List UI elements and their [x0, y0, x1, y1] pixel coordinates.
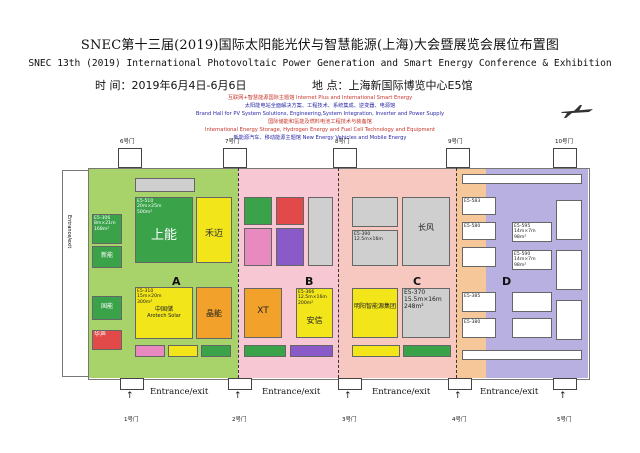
- arrow-gate-2-icon: ↑: [234, 391, 242, 401]
- entrance-label-1: Entrance/exit: [150, 387, 209, 397]
- arrow-gate-4-icon: ↑: [454, 391, 462, 401]
- gate-6-label: 6号门: [120, 139, 135, 145]
- booth-a-top-strip: [135, 178, 195, 192]
- booth-b-4: [276, 228, 304, 266]
- booth-d-left-3: [462, 247, 496, 267]
- booth-c-small-1: [352, 345, 400, 357]
- booth-b-2: [244, 228, 272, 266]
- gate-10-door: [553, 148, 577, 168]
- booth-d-bottom-strip: [462, 350, 582, 360]
- entrance-label-2: Entrance/exit: [262, 387, 321, 397]
- legend-line-6: 新能源汽车、移动能源主题馆 New Energy Vehicles and Mo…: [233, 135, 407, 141]
- gate-8-label: 8号门: [335, 139, 350, 145]
- booth-e5-385: E5-385: [462, 292, 496, 312]
- booth-d-right-3: [512, 292, 552, 312]
- booth-e5-310: E5-310 15m×20m 300m² 中国储 Arotech Solar: [135, 287, 193, 339]
- entrance-label-3: Entrance/exit: [372, 387, 431, 397]
- booth-d-right-5: [556, 200, 582, 240]
- zone-c-label: C: [413, 275, 422, 288]
- booth-hemai: 禾迈: [196, 197, 232, 263]
- booth-d-right-4: [512, 318, 552, 338]
- booth-b-small-1: [244, 345, 286, 357]
- booth-e5-595: E5-595 14m×7m 98m²: [512, 222, 552, 242]
- booth-a-small-2: [168, 345, 198, 357]
- gate-2-door: [228, 378, 252, 390]
- booth-smart-energy: 明阳智能源集团: [352, 288, 398, 338]
- booth-b-3: [276, 197, 304, 225]
- booth-c-1: [352, 197, 398, 227]
- booth-guoneng: 国能: [92, 296, 122, 320]
- booth-e5-370: E5-370 15.5m×16m 248m²: [402, 288, 450, 338]
- booth-d-top-strip: [462, 174, 582, 184]
- legend-line-2: 太阳能电站全面解决方案、工程技术、系统集成、逆变器、电源馆: [244, 103, 396, 109]
- zone-b-label: B: [305, 275, 314, 288]
- booth-xiedeng: 晶能: [196, 287, 232, 339]
- booth-a-small-3: [201, 345, 231, 357]
- legend-line-4: 国际储能和氢能及燃料电池工程技术与装备馆: [268, 119, 372, 125]
- left-annex: [62, 170, 90, 377]
- gate-5-label: 5号门: [557, 417, 572, 423]
- divider-ab: [238, 168, 239, 378]
- booth-huasheng: 华声: [92, 330, 122, 350]
- title-chinese: SNEC第十三届(2019)国际太阳能光伏与智慧能源(上海)大会暨展览会展位布置…: [80, 38, 560, 53]
- zone-d-label: D: [502, 275, 512, 288]
- gate-10-label: 10号门: [555, 139, 573, 145]
- gate-9-label: 9号门: [448, 139, 463, 145]
- booth-e5-390: E5-390 12.5m×16m: [352, 230, 398, 266]
- divider-cd: [456, 168, 457, 378]
- gate-2-label: 2号门: [232, 417, 247, 423]
- booth-b-small-2: [290, 345, 333, 357]
- zone-a-label: A: [172, 275, 181, 288]
- booth-changfeng: 长风: [402, 197, 450, 266]
- gate-4-door: [448, 378, 472, 390]
- booth-d-right-7: [556, 300, 582, 340]
- gate-7-door: [223, 148, 247, 168]
- gate-6-door: [118, 148, 142, 168]
- booth-e5-583: E5-583: [462, 197, 496, 215]
- airplane-icon: [560, 103, 594, 123]
- gate-7-label: 7号门: [225, 139, 240, 145]
- gate-9-door: [446, 148, 470, 168]
- booth-b-1: [244, 197, 272, 225]
- booth-e5-590: E5-590 14m×7m 98m²: [512, 250, 552, 270]
- legend-line-1: 互联网+智慧能源国际主题馆 Internet Plus and Internat…: [227, 95, 413, 101]
- booth-b-5: [308, 197, 333, 266]
- gate-1-label: 1号门: [124, 417, 139, 423]
- booth-d-right-6: [556, 250, 582, 290]
- legend-line-3: Brand Hall for PV System Solutions, Engi…: [195, 111, 445, 117]
- gate-3-door: [338, 378, 362, 390]
- title-english: SNEC 13th (2019) International Photovolt…: [28, 58, 612, 69]
- gate-3-label: 3号门: [342, 417, 357, 423]
- arrow-gate-3-icon: ↑: [344, 391, 352, 401]
- booth-e5-380: E5-380: [462, 318, 496, 338]
- booth-xt: XT: [244, 288, 282, 338]
- divider-bc: [338, 168, 339, 378]
- gate-8-door: [333, 148, 357, 168]
- booth-e5-306: E5-306 8m×21m 168m²: [92, 214, 122, 244]
- booth-e5-510: E5-510 20m×25m 500m² 上能: [135, 197, 193, 263]
- gate-4-label: 4号门: [452, 417, 467, 423]
- booth-e5-366: E5-366 12.5m×16m 200m² 安信: [296, 288, 333, 338]
- gate-1-door: [120, 378, 144, 390]
- left-annex-label: Entrance/exit: [66, 215, 72, 249]
- booth-e5-580: E5-580: [462, 222, 496, 240]
- place-label: 地 点：上海新国际博览中心E5馆: [312, 79, 473, 92]
- time-label: 时 间：2019年6月4日-6月6日: [95, 79, 247, 92]
- booth-jingneng2: 新能: [92, 246, 122, 268]
- entrance-label-4: Entrance/exit: [480, 387, 539, 397]
- booth-a-small-1: [135, 345, 165, 357]
- legend-line-5: International Energy Storage, Hydrogen E…: [204, 127, 436, 133]
- arrow-gate-5-icon: ↑: [559, 391, 567, 401]
- booth-c-small-2: [403, 345, 451, 357]
- arrow-gate-1-icon: ↑: [126, 391, 134, 401]
- gate-5-door: [553, 378, 577, 390]
